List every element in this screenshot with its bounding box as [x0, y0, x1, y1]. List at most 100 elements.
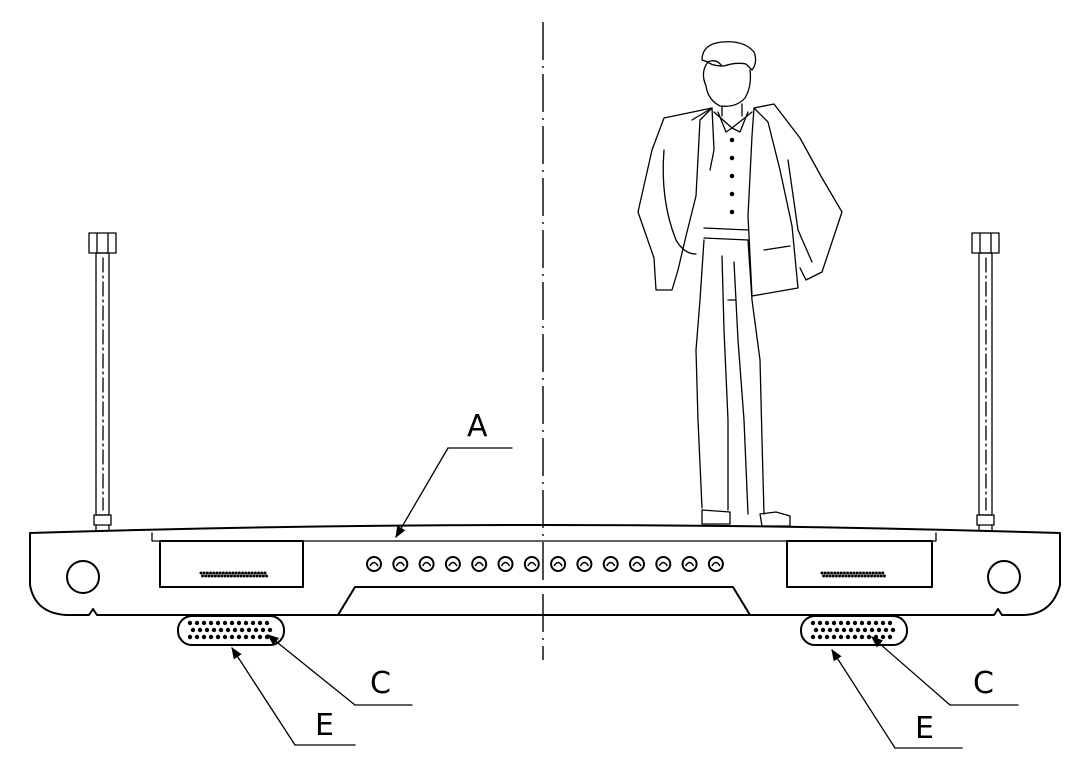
- pad-dot: [859, 620, 865, 626]
- strand-dot: [868, 571, 872, 575]
- strand-dot: [825, 574, 829, 578]
- pad-dot: [253, 627, 259, 633]
- strand-dot: [820, 571, 824, 575]
- strand-dot: [202, 571, 206, 575]
- pad-dot: [810, 634, 816, 640]
- strand-dot: [866, 574, 870, 578]
- strand-dot: [826, 571, 830, 575]
- leader-line-c-left: [267, 634, 413, 706]
- pad-dot: [260, 627, 266, 633]
- leader-line-e-left: [231, 647, 356, 746]
- left-box-cavity: [159, 540, 304, 588]
- strand-dot: [823, 571, 827, 575]
- pad-dot: [855, 627, 861, 633]
- pad-dot: [890, 627, 896, 633]
- pad-dot: [250, 620, 256, 626]
- strand-dot: [850, 574, 854, 578]
- deck-section: [29, 524, 1061, 616]
- strand-dot: [220, 574, 224, 578]
- strand-dot: [881, 571, 885, 575]
- strand-dot: [247, 571, 251, 575]
- strand-dot: [857, 574, 861, 578]
- strand-dot: [865, 571, 869, 575]
- pad-dot: [194, 620, 200, 626]
- strand-dot: [863, 574, 867, 578]
- pad-dot: [869, 627, 875, 633]
- pad-dot: [852, 634, 858, 640]
- pad-dot: [208, 634, 214, 640]
- strand-dot: [236, 574, 240, 578]
- strand-dot: [842, 571, 846, 575]
- pad-dot: [887, 620, 893, 626]
- strand-dot: [225, 571, 229, 575]
- left-drain-hole: [66, 560, 100, 594]
- strand-dot: [839, 571, 843, 575]
- strand-dot: [212, 571, 216, 575]
- label-c-right: C: [973, 666, 994, 701]
- strand-dot: [209, 571, 213, 575]
- pad-dot: [229, 634, 235, 640]
- strand-dot: [258, 574, 262, 578]
- anchor-hole: [392, 556, 409, 572]
- leader-line-a: [395, 447, 513, 539]
- pad-dot: [208, 620, 214, 626]
- pad-dot: [236, 634, 242, 640]
- strand-dot: [253, 571, 257, 575]
- anchor-hole: [523, 556, 540, 572]
- strand-dot: [852, 571, 856, 575]
- pad-dot: [852, 620, 858, 626]
- strand-dot: [201, 574, 205, 578]
- pad-dot: [264, 620, 270, 626]
- pad-dot: [873, 620, 879, 626]
- pad-dot: [257, 620, 263, 626]
- pad-dot: [817, 634, 823, 640]
- strand-dot: [261, 574, 265, 578]
- strand-dot: [249, 574, 253, 578]
- pad-dot: [222, 634, 228, 640]
- pad-dot: [824, 620, 830, 626]
- strand-dot: [255, 574, 259, 578]
- pad-dot: [866, 634, 872, 640]
- strand-dot: [205, 571, 209, 575]
- pad-dot: [862, 627, 868, 633]
- pad-dot: [834, 627, 840, 633]
- pad-dot: [215, 620, 221, 626]
- pad-dot: [229, 620, 235, 626]
- left-post: [88, 232, 117, 532]
- strand-dot: [870, 574, 874, 578]
- pad-dot: [215, 634, 221, 640]
- pad-dot: [232, 627, 238, 633]
- strand-dot: [226, 574, 230, 578]
- strand-dot: [265, 574, 269, 578]
- strand-dot: [204, 574, 208, 578]
- strand-dot: [207, 574, 211, 578]
- pad-dot: [218, 627, 224, 633]
- strand-dot: [838, 574, 842, 578]
- pad-dot: [222, 620, 228, 626]
- pad-dot: [841, 627, 847, 633]
- leader-line-e-right: [831, 649, 963, 749]
- strand-dot: [234, 571, 238, 575]
- pad-dot: [243, 634, 249, 640]
- right-drain-hole: [987, 560, 1021, 594]
- person-scale-figure: [637, 41, 843, 527]
- anchor-hole: [471, 556, 488, 572]
- strand-dot: [822, 574, 826, 578]
- pad-dot: [831, 620, 837, 626]
- strand-dot: [862, 571, 866, 575]
- strand-dot: [871, 571, 875, 575]
- strand-dot: [244, 571, 248, 575]
- pad-dot: [257, 634, 263, 640]
- pad-dot: [824, 634, 830, 640]
- anchor-hole: [602, 556, 619, 572]
- pad-dot: [267, 627, 273, 633]
- anchor-hole: [444, 556, 461, 572]
- strand-dot: [831, 574, 835, 578]
- pad-dot: [817, 620, 823, 626]
- pad-dot: [880, 634, 886, 640]
- pad-dot: [876, 627, 882, 633]
- pad-dot: [236, 620, 242, 626]
- strand-dot: [844, 574, 848, 578]
- anchor-hole: [576, 556, 593, 572]
